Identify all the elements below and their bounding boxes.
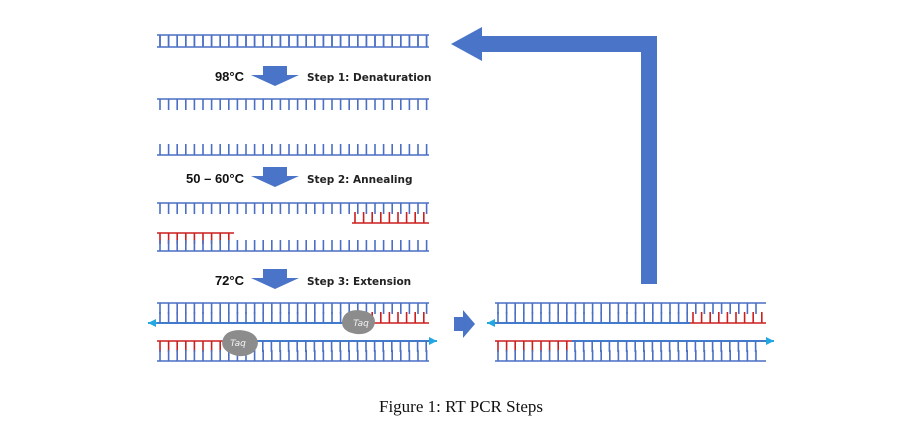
step-3-label: Step 3: Extension xyxy=(307,276,411,288)
ssdna-lower-after-denaturation xyxy=(157,144,429,156)
result-template-bottom xyxy=(495,350,766,362)
primer-forward-extension xyxy=(157,340,234,352)
result-primer-reverse xyxy=(690,312,766,324)
template-upper-annealing xyxy=(157,202,429,214)
step-3-arrow xyxy=(251,269,299,289)
result-new-ticks-upper xyxy=(495,312,690,324)
primer-forward xyxy=(157,232,234,244)
step-3-temperature: 72°C xyxy=(215,273,245,288)
taq-label-upper: Taq xyxy=(353,319,369,329)
new-strand-upper-ticks xyxy=(157,312,352,324)
result-new-ticks-lower xyxy=(572,340,766,352)
taq-label-lower: Taq xyxy=(230,339,246,349)
dsdna-top xyxy=(157,34,429,46)
step-1-temperature: 98°C xyxy=(215,69,245,84)
step-1-label: Step 1: Denaturation xyxy=(307,72,432,84)
step-2-temperature: 50 – 60°C xyxy=(186,171,245,186)
dna-strands xyxy=(148,34,774,362)
step-1-arrow xyxy=(251,66,299,86)
result-template-top xyxy=(495,302,766,314)
transition-arrow xyxy=(454,310,475,338)
step-2-arrow xyxy=(251,167,299,187)
ssdna-upper-after-denaturation xyxy=(157,98,429,110)
dsdna-bottom xyxy=(157,36,429,48)
template-lower-annealing xyxy=(157,240,429,252)
result-primer-forward xyxy=(495,340,572,352)
primer-reverse xyxy=(352,212,429,224)
taq-polymerase-upper: Taq xyxy=(342,310,375,335)
taq-polymerase-lower: Taq xyxy=(222,330,258,357)
template-upper-extension xyxy=(157,302,429,314)
step-2-label: Step 2: Annealing xyxy=(307,174,413,186)
cycle-repeat-arrow xyxy=(451,27,657,284)
figure-caption: Figure 1: RT PCR Steps xyxy=(379,397,543,416)
template-lower-extension xyxy=(157,350,429,362)
